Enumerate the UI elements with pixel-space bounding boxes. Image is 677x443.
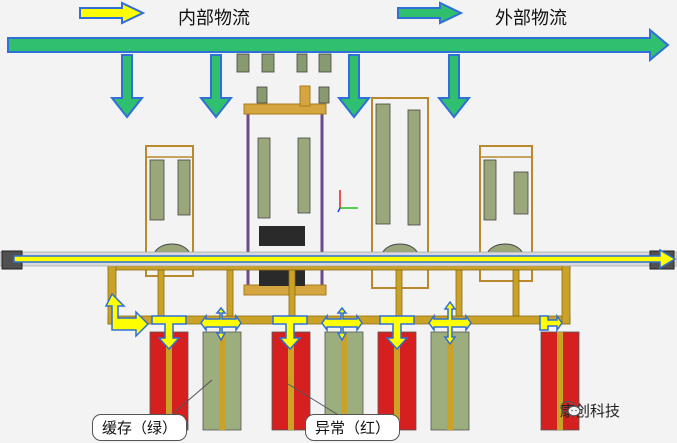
down-arrow-1 xyxy=(109,54,145,119)
branch-arrow-t-2 xyxy=(272,315,308,351)
branch-arrow-t-3 xyxy=(379,315,415,351)
rail-right-post xyxy=(561,261,571,325)
branch-arrow-bend xyxy=(104,292,150,338)
branch-arrow-cross-1 xyxy=(200,306,242,342)
tool-box xyxy=(256,86,268,104)
callout-buffer-pointer xyxy=(169,379,213,417)
callout-abnormal-pointer xyxy=(287,383,341,417)
down-arrow-2 xyxy=(198,54,234,119)
tool-box xyxy=(296,53,308,73)
callout-abnormal: 异常（红） xyxy=(305,414,401,441)
branch-arrow-side xyxy=(539,313,563,333)
branch-arrow-t-1 xyxy=(151,315,187,351)
legend-internal-label: 内部物流 xyxy=(178,8,250,29)
external-flow-main-arrow xyxy=(7,27,670,63)
callout-buffer: 缓存（绿） xyxy=(92,414,188,441)
legend-external-arrow xyxy=(397,1,464,25)
legend-internal-arrow xyxy=(79,1,146,25)
wechat-icon xyxy=(560,400,581,417)
watermark: 康创科技 xyxy=(560,400,620,421)
tool-box xyxy=(318,53,332,73)
down-arrow-4 xyxy=(436,54,472,119)
branch-arrow-cross-2 xyxy=(321,306,363,342)
down-arrow-3 xyxy=(336,54,372,119)
coordinate-axes-icon xyxy=(337,190,358,213)
tool-box xyxy=(236,53,250,73)
internal-flow-main-arrow xyxy=(13,248,677,270)
branch-arrow-cross-3 xyxy=(428,300,472,346)
machine-station-2 xyxy=(243,85,327,296)
cell-inner-rails xyxy=(166,332,563,430)
top-tool-magazines xyxy=(236,53,332,104)
tool-box xyxy=(318,86,330,104)
internal-flow-branch-arrows xyxy=(104,292,563,351)
legend-external-label: 外部物流 xyxy=(495,8,567,29)
external-flow-down-arrows xyxy=(109,54,472,119)
tool-box xyxy=(261,53,275,73)
